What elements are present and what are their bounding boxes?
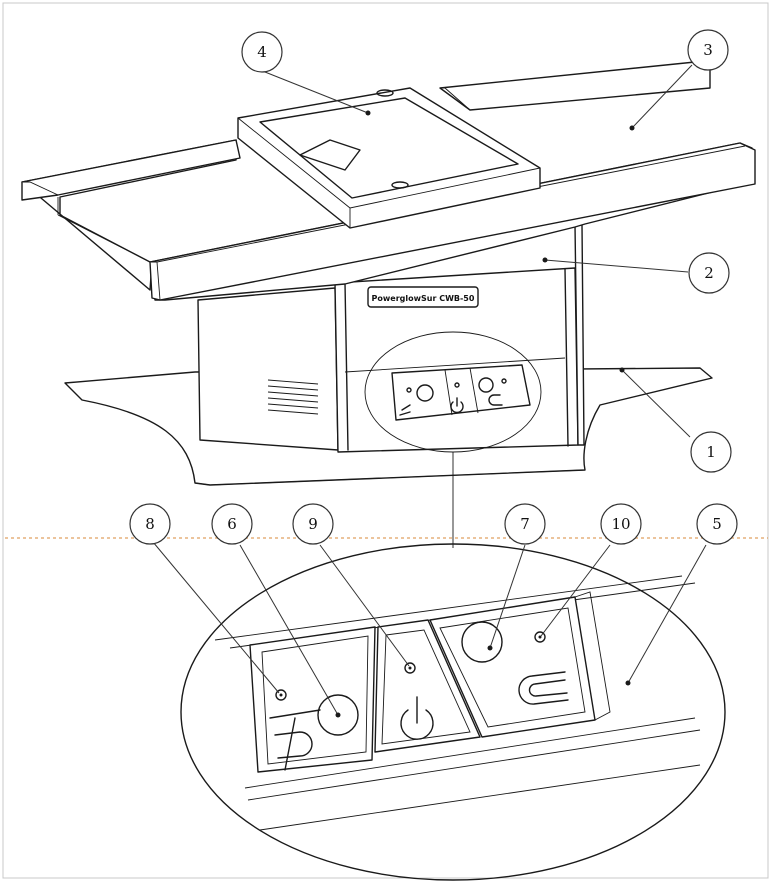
svg-text:1: 1 bbox=[706, 443, 716, 461]
indicator-led-icon bbox=[275, 689, 287, 701]
svg-text:2: 2 bbox=[704, 264, 714, 282]
callout-4: 4 bbox=[241, 31, 283, 73]
detail-view bbox=[180, 543, 726, 881]
callout-7: 7 bbox=[504, 503, 546, 545]
callout-9: 9 bbox=[292, 503, 334, 545]
indicator-led-icon bbox=[534, 631, 546, 643]
callout-1: 1 bbox=[690, 431, 732, 473]
front-rail bbox=[149, 142, 756, 301]
machine-upper-view: PowerglowSur CWB-50 bbox=[21, 61, 756, 486]
knob-icon bbox=[461, 621, 503, 663]
back-rail bbox=[439, 61, 711, 111]
housing-left bbox=[197, 287, 339, 451]
magnet-off-icon bbox=[269, 709, 321, 771]
vent-slots bbox=[267, 379, 319, 415]
svg-text:6: 6 bbox=[227, 515, 237, 533]
panel-left bbox=[249, 626, 376, 773]
svg-text:3: 3 bbox=[703, 41, 713, 59]
svg-text:5: 5 bbox=[712, 515, 722, 533]
svg-text:9: 9 bbox=[308, 515, 318, 533]
top-plate bbox=[237, 87, 541, 229]
callout-3: 3 bbox=[687, 29, 729, 71]
indicator-led-icon bbox=[404, 662, 416, 674]
svg-text:4: 4 bbox=[257, 43, 267, 61]
left-rail bbox=[21, 139, 241, 201]
nameplate-text: PowerglowSur CWB-50 bbox=[372, 294, 475, 303]
power-icon bbox=[400, 696, 434, 740]
nameplate: PowerglowSur CWB-50 bbox=[367, 286, 479, 308]
callout-8: 8 bbox=[129, 503, 171, 545]
callout-2: 2 bbox=[688, 252, 730, 294]
knob-icon bbox=[317, 694, 359, 736]
magnet-icon bbox=[518, 671, 569, 705]
leader-lines bbox=[152, 64, 707, 718]
callout-5: 5 bbox=[696, 503, 738, 545]
svg-text:8: 8 bbox=[145, 515, 155, 533]
svg-text:10: 10 bbox=[611, 515, 630, 533]
callout-6: 6 bbox=[211, 503, 253, 545]
svg-text:7: 7 bbox=[520, 515, 530, 533]
callout-10: 10 bbox=[600, 503, 642, 545]
small-control-panel bbox=[391, 364, 531, 421]
